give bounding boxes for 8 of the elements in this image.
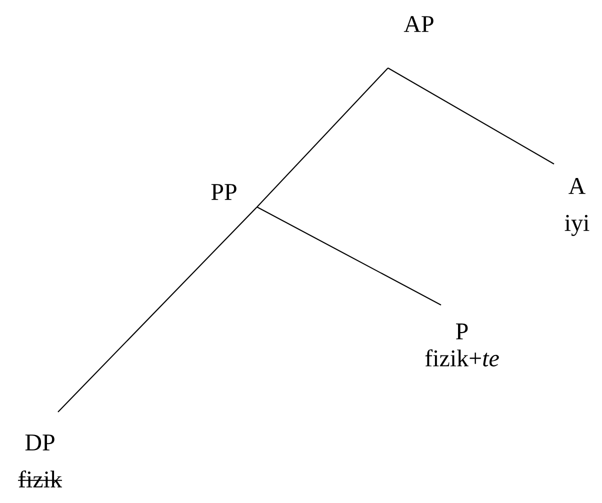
tree-branch (388, 68, 554, 164)
tree-label: AP (404, 16, 434, 32)
tree-branch (256, 68, 388, 208)
tree-branch (58, 206, 258, 412)
tree-label: PP (211, 184, 236, 200)
tree-label: P fizik+te (425, 324, 499, 366)
tree-branch (256, 206, 442, 306)
tree-label: A iyi (564, 178, 590, 236)
